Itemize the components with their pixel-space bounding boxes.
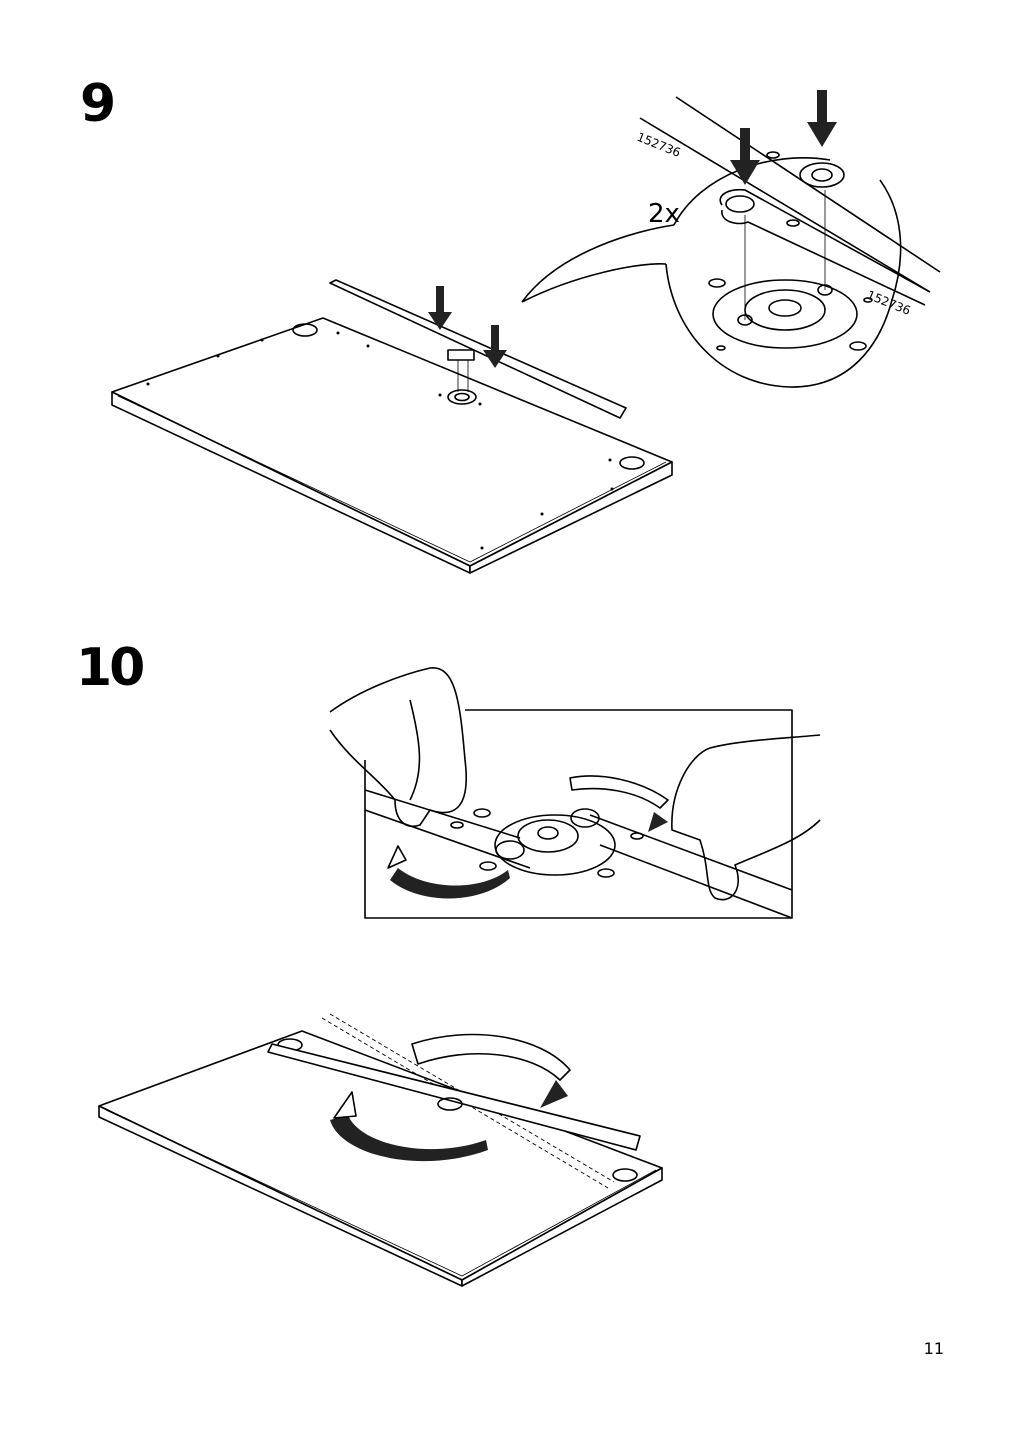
step10-closeup bbox=[329, 667, 821, 919]
page-number: 11 bbox=[923, 1339, 944, 1358]
part-label-top: 152736 bbox=[635, 130, 683, 160]
step-number-9: 9 bbox=[80, 74, 116, 134]
step9-detail-callout: 152736 152736 2x bbox=[521, 90, 941, 388]
step10-panel bbox=[98, 1013, 663, 1287]
step-number-10: 10 bbox=[76, 638, 145, 698]
quantity-label: 2x bbox=[648, 199, 680, 229]
part-label-bottom: 152736 bbox=[865, 288, 913, 318]
step9-panel bbox=[111, 279, 673, 574]
